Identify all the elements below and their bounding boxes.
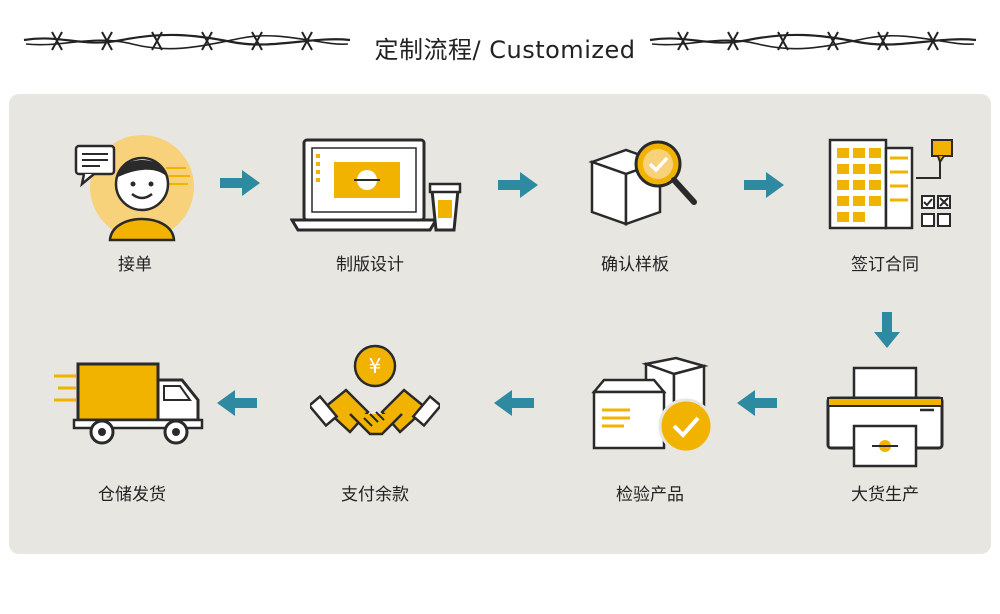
- step-confirm-sample: 确认样板: [555, 132, 715, 277]
- step-design: 制版设计: [290, 132, 462, 277]
- delivery-truck-icon: [54, 362, 204, 445]
- step-label: 签订合同: [851, 255, 919, 275]
- barbed-wire-left-icon: [23, 31, 351, 51]
- page-header: 定制流程/ Customized: [0, 18, 1000, 72]
- step-ship-goods: 仓储发货: [52, 352, 212, 512]
- arrow-left-icon: [494, 390, 534, 416]
- svg-text:¥: ¥: [369, 354, 382, 378]
- arrow-right-icon: [744, 172, 784, 198]
- arrow-right-icon: [220, 170, 260, 196]
- step-label: 仓储发货: [98, 485, 166, 505]
- arrow-left-icon: [737, 390, 777, 416]
- arrow-left-icon: [217, 390, 257, 416]
- customer-service-icon: [74, 135, 194, 242]
- step-mass-production: 大货生产: [805, 362, 965, 512]
- step-label: 接单: [118, 255, 152, 275]
- step-label: 制版设计: [336, 255, 404, 275]
- step-pay-balance: ¥ 支付余款: [295, 342, 455, 512]
- step-label: 确认样板: [601, 255, 669, 275]
- step-label: 检验产品: [616, 485, 684, 505]
- printer-production-icon: [826, 366, 944, 468]
- arrow-down-icon: [874, 312, 900, 348]
- page-title: 定制流程/ Customized: [374, 36, 636, 64]
- product-check-icon: [591, 356, 714, 454]
- step-label: 大货生产: [851, 485, 919, 505]
- step-sign-contract: 签订合同: [805, 132, 965, 277]
- barbed-wire-right-icon: [649, 31, 977, 51]
- step-receive-order: 接单: [55, 132, 215, 277]
- laptop-design-icon: [290, 138, 462, 232]
- contract-icon: [828, 138, 953, 230]
- sample-inspect-icon: [588, 140, 697, 226]
- payment-handshake-icon: ¥: [310, 344, 440, 436]
- step-label: 支付余款: [341, 485, 409, 505]
- step-inspect-product: 检验产品: [570, 350, 730, 510]
- arrow-right-icon: [498, 172, 538, 198]
